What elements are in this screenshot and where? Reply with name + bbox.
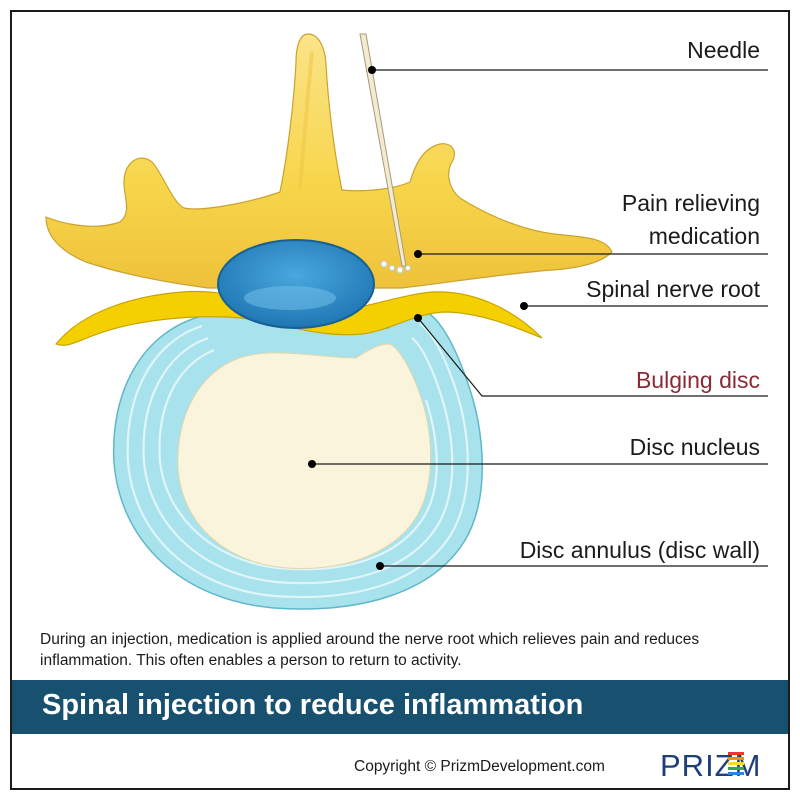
vertebra-bone xyxy=(45,33,613,289)
illustration-frame: Needle Pain relieving medication Spinal … xyxy=(10,10,790,790)
banner-title: Spinal injection to reduce inflammation xyxy=(42,689,584,721)
medication-droplets xyxy=(380,260,411,274)
disc-nucleus xyxy=(177,343,432,569)
label-pain-relieving-line2: medication xyxy=(648,223,760,249)
prizm-logo-wordmark: PRIZM xyxy=(660,748,761,782)
leader-lines xyxy=(312,69,768,567)
copyright-text: Copyright © PrizmDevelopment.com xyxy=(354,758,605,775)
spine-diagram xyxy=(45,33,768,610)
label-disc-annulus: Disc annulus (disc wall) xyxy=(519,537,760,563)
spinous-process-shade xyxy=(298,51,314,189)
medication-bubble xyxy=(217,239,375,329)
prizm-logo-color-bars xyxy=(728,752,744,775)
leader-dots xyxy=(308,66,528,570)
label-bulging-disc: Bulging disc xyxy=(635,367,760,393)
label-pain-relieving-line1: Pain relieving xyxy=(621,190,760,216)
annulus-layers xyxy=(126,323,469,599)
label-needle: Needle xyxy=(687,37,760,63)
label-disc-nucleus: Disc nucleus xyxy=(629,434,760,460)
caption-text: During an injection, medication is appli… xyxy=(40,631,700,669)
prizm-logo: PRIZM xyxy=(660,748,761,782)
medication-bubble-highlight xyxy=(244,286,336,310)
label-spinal-nerve-root: Spinal nerve root xyxy=(586,276,760,302)
title-banner: Spinal injection to reduce inflammation xyxy=(12,680,788,734)
